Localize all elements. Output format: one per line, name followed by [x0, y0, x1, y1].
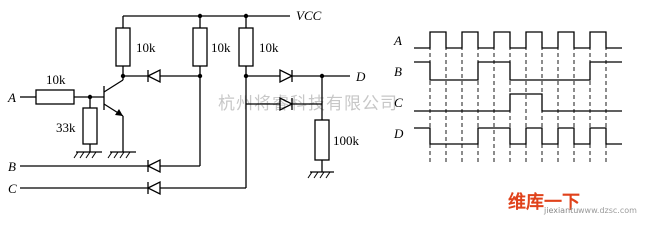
waveform-d	[414, 127, 622, 145]
resistor-pullup-3	[238, 27, 254, 67]
logo-sub-text: jiexiantu	[543, 206, 578, 215]
resistor-base	[82, 107, 98, 145]
ground-hatch	[79, 151, 85, 159]
resistor-pullup-1	[115, 27, 131, 67]
transistor-collector	[103, 79, 124, 93]
resistor-load-label: 100k	[333, 133, 360, 148]
resistor-input-label: 10k	[46, 72, 66, 87]
resistor-pullup-2-label: 10k	[211, 40, 231, 55]
waveform-a	[414, 31, 622, 49]
circuit-schematic: VCC 10k 10k 10k D	[7, 8, 366, 196]
ground-hatch	[91, 151, 97, 159]
waveform-b	[414, 61, 622, 81]
timing-label-a: A	[393, 33, 402, 48]
ground-hatch	[113, 151, 119, 159]
vcc-label: VCC	[296, 8, 322, 23]
transistor-emitter-arrow	[115, 109, 123, 116]
logo-main-text: 维库一下	[508, 191, 580, 213]
timing-label-c: C	[394, 95, 403, 110]
diode-3	[279, 96, 294, 112]
input-label-a: A	[7, 90, 16, 105]
ground-hatch	[107, 151, 113, 159]
timing-label-d: D	[393, 126, 404, 141]
input-label-b: B	[8, 159, 16, 174]
resistor-load	[314, 119, 330, 161]
diode-c	[146, 180, 161, 196]
ground-hatch	[319, 171, 325, 179]
watermark-logo: 维库一下 jiexiantu www.dzsc.com	[508, 191, 637, 215]
ground-hatch	[73, 151, 79, 159]
timing-diagram: A B C D	[393, 31, 622, 162]
circuit-and-timing-diagram: 杭州将睿科技有限公司 VCC 10k 10k 10k	[7, 8, 637, 215]
diode-1	[146, 68, 161, 84]
diode-2	[279, 68, 294, 84]
resistor-input	[35, 89, 75, 105]
input-label-c: C	[8, 181, 17, 196]
ground-hatch	[119, 151, 125, 159]
ground-hatch	[125, 151, 131, 159]
ground-hatch	[313, 171, 319, 179]
logo-site-text: www.dzsc.com	[578, 206, 637, 215]
ground-hatch	[325, 171, 331, 179]
resistor-pullup-2	[192, 27, 208, 67]
ground-hatch	[307, 171, 313, 179]
timing-gridlines	[429, 32, 607, 162]
output-label-d: D	[355, 69, 366, 84]
resistor-base-label: 33k	[56, 120, 76, 135]
waveform-c	[414, 93, 622, 112]
timing-label-b: B	[394, 64, 402, 79]
ground-hatch	[85, 151, 91, 159]
diode-b	[146, 158, 161, 174]
resistor-pullup-3-label: 10k	[259, 40, 279, 55]
resistor-pullup-1-label: 10k	[136, 40, 156, 55]
